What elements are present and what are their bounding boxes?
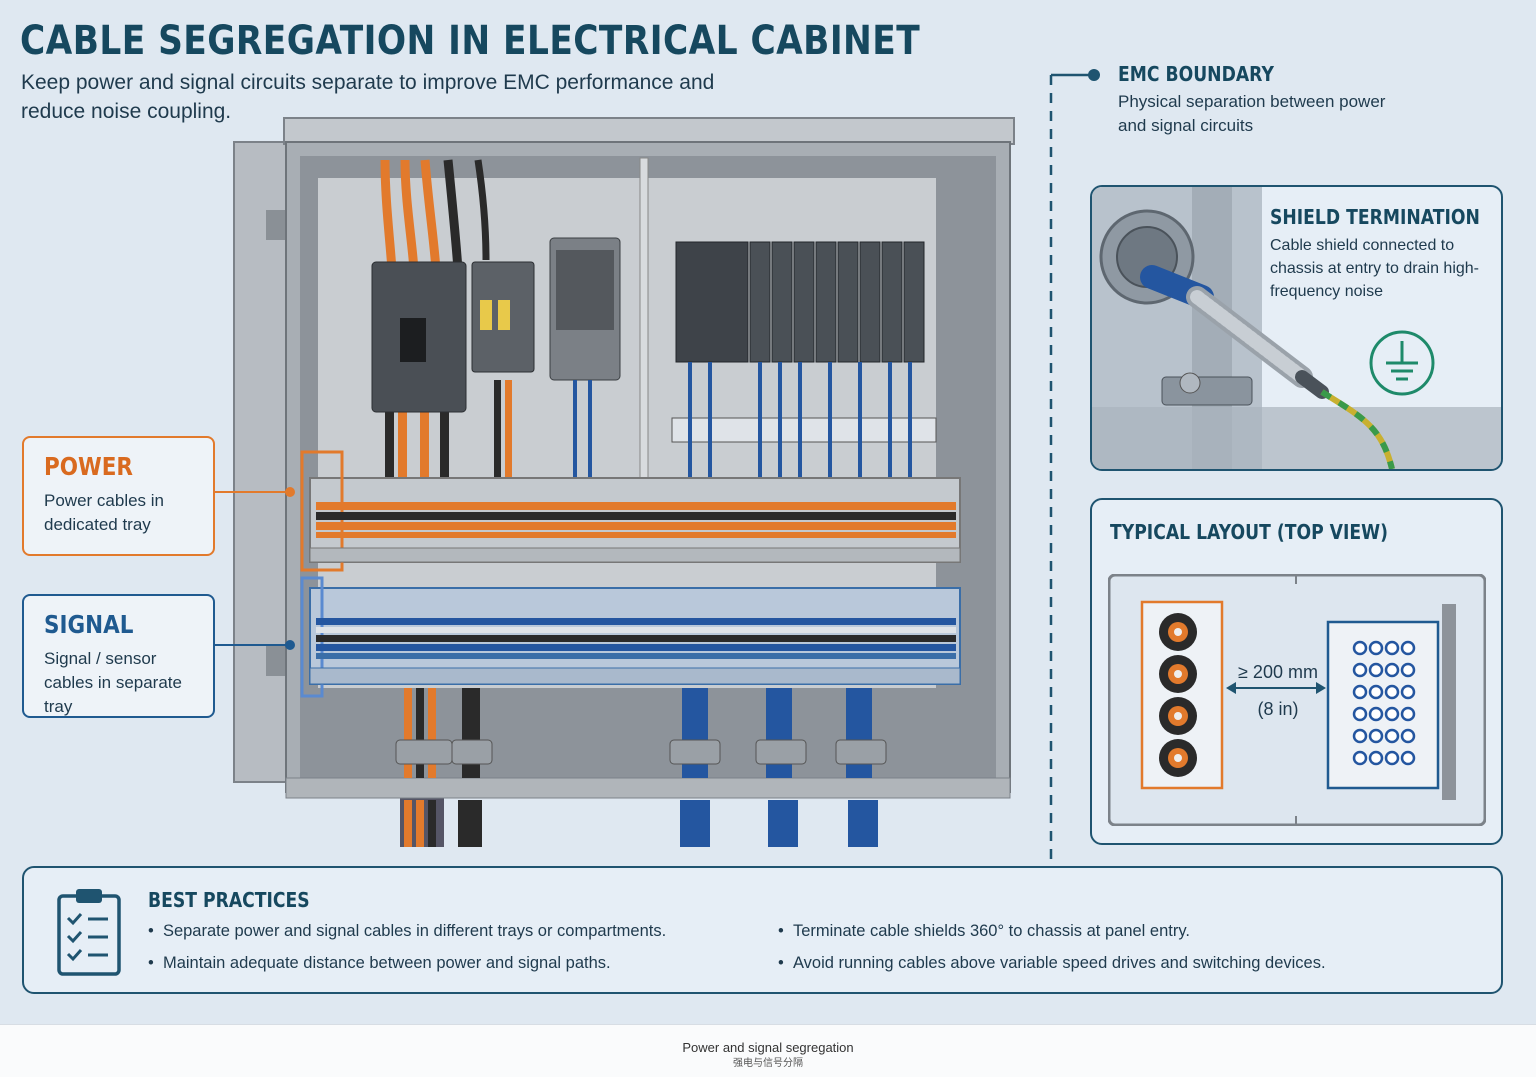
power-cables-vertical bbox=[380, 159, 512, 480]
list-item: • Maintain adequate distance between pow… bbox=[148, 954, 611, 972]
shield-heading: SHIELD TERMINATION bbox=[1270, 205, 1480, 229]
emc-heading: EMC BOUNDARY bbox=[1118, 62, 1274, 86]
cabinet-top bbox=[283, 117, 1015, 145]
page-subtitle: Keep power and signal circuits separate … bbox=[21, 71, 715, 123]
caption-bar bbox=[0, 1024, 1536, 1077]
signal-text: Signal / sensor cables in separate tray bbox=[44, 649, 182, 716]
shield-illustration bbox=[1092, 187, 1501, 469]
cable-glands bbox=[395, 739, 887, 765]
power-tray-cables bbox=[316, 502, 956, 538]
signal-tray-top-view bbox=[1326, 604, 1456, 800]
layout-diagram bbox=[1108, 574, 1486, 826]
ground-icon bbox=[1369, 330, 1435, 396]
emc-text: Physical separation between power and si… bbox=[1118, 92, 1386, 135]
shield-termination-panel: SHIELD TERMINATION Cable shield connecte… bbox=[1090, 185, 1503, 471]
caption-line-2: 强电与信号分隔 bbox=[733, 1058, 803, 1069]
signal-tray-cables bbox=[316, 618, 956, 659]
door-hinge bbox=[266, 210, 286, 240]
door-hinge bbox=[266, 646, 286, 676]
layout-heading: TYPICAL LAYOUT (TOP VIEW) bbox=[1110, 520, 1388, 544]
caption-line-1: Power and signal segregation bbox=[682, 1040, 854, 1055]
layout-distance: ≥ 200 mm bbox=[1238, 662, 1318, 682]
power-callout: POWER Power cables in dedicated tray bbox=[22, 436, 215, 556]
checklist-icon bbox=[57, 889, 121, 976]
cabinet-illustration bbox=[215, 69, 1100, 866]
list-item: • Avoid running cables above variable sp… bbox=[778, 954, 1326, 972]
signal-heading: SIGNAL bbox=[44, 610, 134, 639]
bottom-cable-exits bbox=[400, 795, 878, 847]
page-title: CABLE SEGREGATION IN ELECTRICAL CABINET bbox=[20, 18, 921, 64]
best-practices-heading: BEST PRACTICES bbox=[148, 888, 310, 912]
best-practices-panel: BEST PRACTICES • Separate power and sign… bbox=[22, 866, 1503, 994]
list-item: • Separate power and signal cables in di… bbox=[148, 922, 667, 940]
shield-text: Cable shield connected to chassis at ent… bbox=[1270, 237, 1479, 300]
signal-callout: SIGNAL Signal / sensor cables in separat… bbox=[22, 594, 215, 718]
distance-arrow bbox=[1226, 682, 1326, 694]
emc-boundary-dot bbox=[1088, 69, 1100, 81]
power-text: Power cables in dedicated tray bbox=[44, 491, 165, 534]
power-tray-top-view bbox=[1140, 600, 1224, 790]
typical-layout-panel: TYPICAL LAYOUT (TOP VIEW) bbox=[1090, 498, 1503, 845]
power-heading: POWER bbox=[44, 452, 133, 481]
plc-cpu bbox=[675, 241, 749, 363]
list-item: • Terminate cable shields 360° to chassi… bbox=[778, 922, 1190, 940]
layout-distance-imperial: (8 in) bbox=[1257, 699, 1299, 719]
plc-io-modules bbox=[749, 241, 925, 363]
